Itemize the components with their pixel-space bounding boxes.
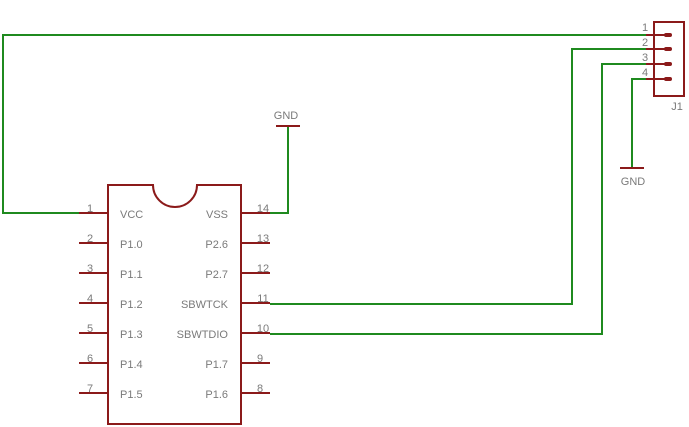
gnd-label-connector: GND [621,176,646,188]
connector-pin-1-number: 1 [642,22,648,34]
left-pin-5-name: P1.3 [120,329,143,341]
wire-vcc-to-j1-pin1 [2,34,646,214]
connector-outline [653,21,685,97]
left-pin-3-number: 3 [87,263,93,275]
right-pin-10-name: SBWTDIO [177,329,229,341]
left-pin-1-name: VCC [120,209,143,221]
wire-j1-pin4-to-gnd [631,78,646,168]
gnd-symbol-ic: GND [274,110,300,127]
connector-ref-label: J1 [671,101,683,113]
ic-right-pins: 14 VSS 13 P2.6 12 P2.7 11 SBWTCK 10 SBWT… [177,203,269,401]
left-pin-5-number: 5 [87,323,93,335]
right-pin-8-number: 8 [257,383,263,395]
wire-sbwtck-to-j1-pin2 [270,48,646,305]
connector-pin-4-number: 4 [642,67,648,79]
wire-sbwtdio-to-j1-pin3 [270,63,646,335]
right-pin-12-number: 12 [257,263,269,275]
right-pin-9-number: 9 [257,353,263,365]
right-pin-13-name: P2.6 [205,239,228,251]
right-pin-14-name: VSS [206,209,228,221]
left-pin-3-name: P1.1 [120,269,143,281]
ic-left-pins: 1 VCC 2 P1.0 3 P1.1 4 P1.2 5 P1.3 6 P1.4… [87,203,143,401]
left-pin-2-number: 2 [87,233,93,245]
left-pin-4-number: 4 [87,293,93,305]
right-pin-14-number: 14 [257,203,269,215]
connector-pin-2-number: 2 [642,37,648,49]
connector-pin-3-contact [664,62,672,66]
right-pin-13-number: 13 [257,233,269,245]
left-pin-2-name: P1.0 [120,239,143,251]
connector-pin-3-number: 3 [642,52,648,64]
ic-left-pin-stubs [79,212,108,394]
right-pin-12-name: P2.7 [205,269,228,281]
connector-pin-4-contact [664,77,672,81]
left-pin-6-name: P1.4 [120,359,143,371]
wire-vss-to-gnd [270,126,289,214]
left-pin-4-name: P1.2 [120,299,143,311]
right-pin-9-name: P1.7 [205,359,228,371]
wires [2,34,646,335]
left-pin-7-name: P1.5 [120,389,143,401]
gnd-symbol-connector: GND [620,167,646,188]
ic-body [107,184,242,425]
gnd-label-ic: GND [274,110,299,122]
connector-j1: 1 2 3 4 J1 [642,21,685,113]
right-pin-8-name: P1.6 [205,389,228,401]
right-pin-11-number: 11 [257,293,268,305]
ic-outline [107,184,242,425]
left-pin-6-number: 6 [87,353,93,365]
right-pin-10-number: 10 [257,323,269,335]
left-pin-7-number: 7 [87,383,93,395]
connector-pin-1-contact [664,33,672,37]
right-pin-11-name: SBWTCK [181,299,229,311]
connector-pin-2-contact [664,47,672,51]
ic-right-pin-stubs [241,212,270,394]
left-pin-1-number: 1 [87,203,93,215]
